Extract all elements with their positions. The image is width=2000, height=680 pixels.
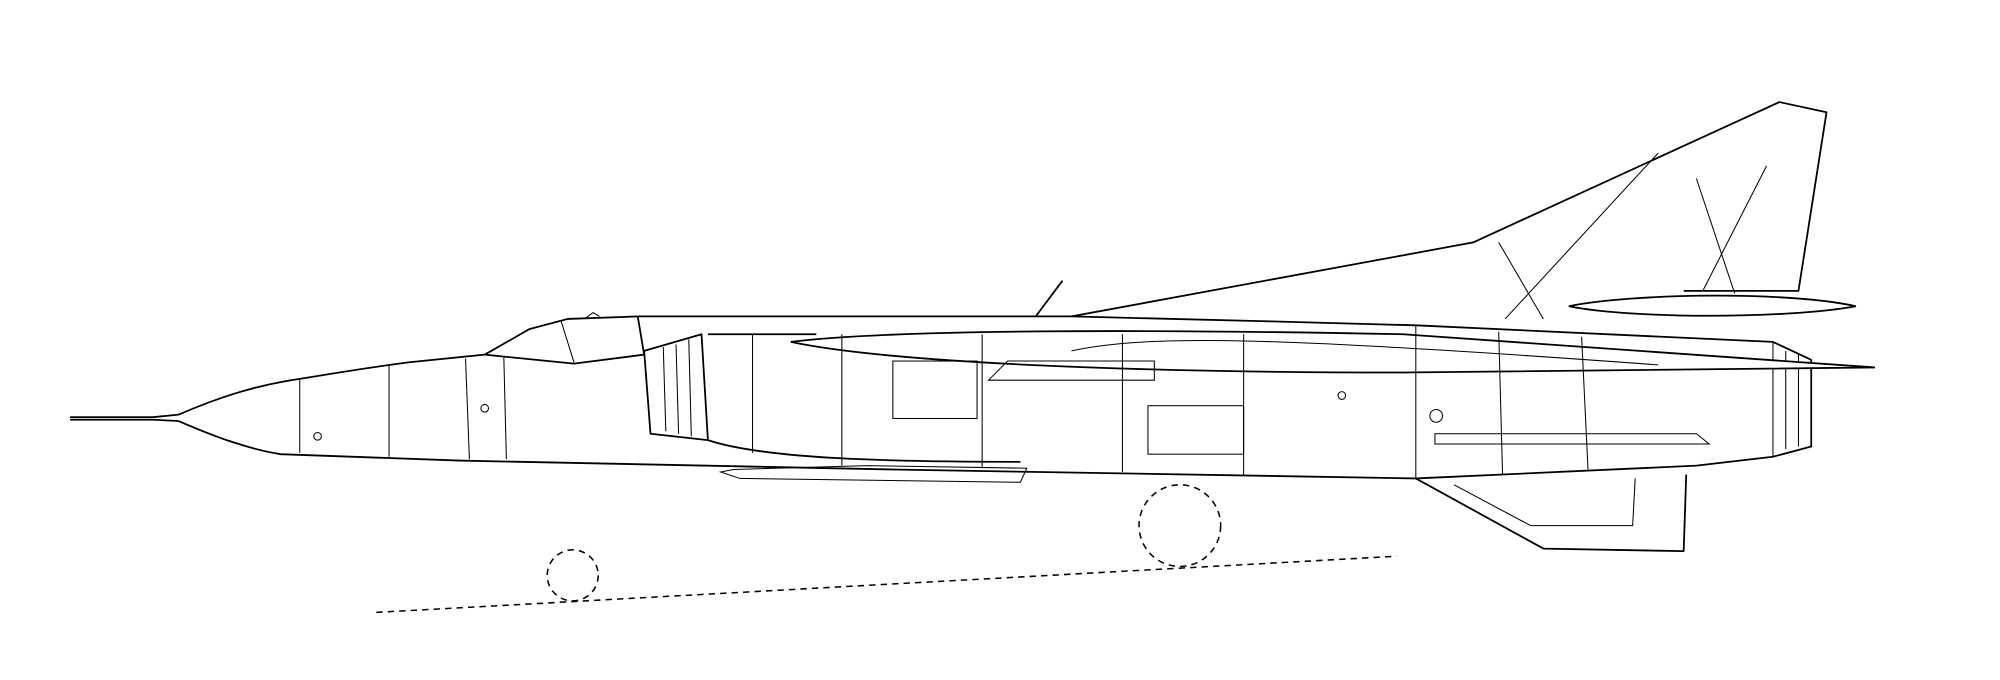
antenna	[1035, 280, 1064, 317]
horizontal-tail	[1568, 294, 1857, 317]
canopy	[483, 311, 646, 365]
wing	[790, 330, 1876, 374]
intake	[643, 333, 1021, 463]
fuselage-outline	[70, 101, 1828, 553]
landing-gear-wheels	[546, 484, 1222, 602]
main-wheel	[1138, 484, 1222, 568]
nose-wheel	[546, 549, 599, 602]
ground-line	[376, 555, 1397, 614]
panel-lines	[299, 325, 1711, 483]
